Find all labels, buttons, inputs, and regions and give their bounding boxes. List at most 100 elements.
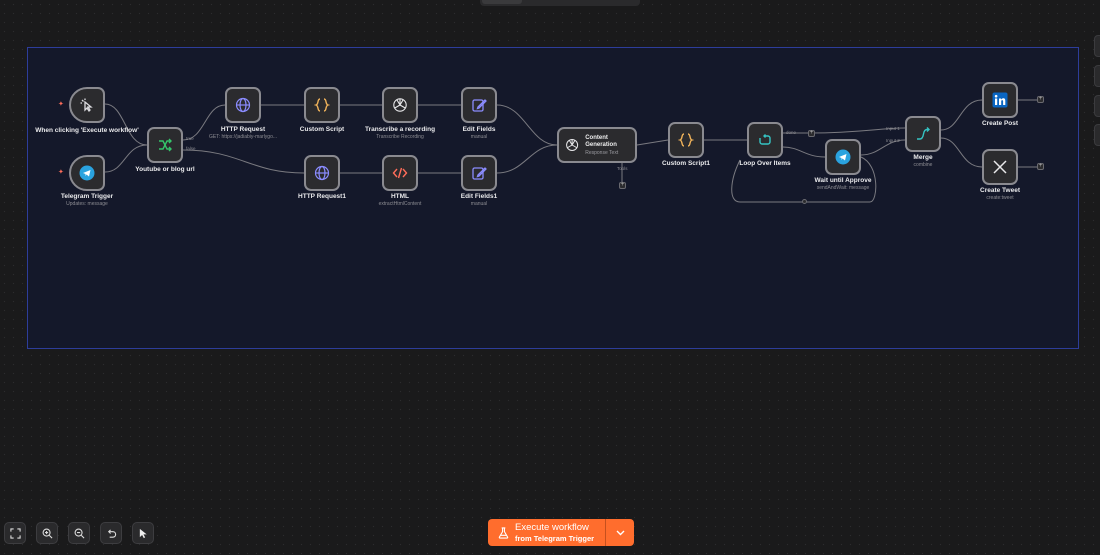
port-done-label: done — [786, 130, 797, 135]
html-code-icon — [392, 167, 408, 179]
node-loop-over-items[interactable] — [747, 122, 783, 158]
node-manual-label: When clicking 'Execute workflow' — [35, 127, 139, 134]
node-transcribe-label: Transcribe a recording — [364, 126, 436, 133]
zoom-in-icon — [42, 528, 52, 538]
node-content-sub: Response Text — [585, 149, 619, 156]
node-custom-label: Custom Script — [299, 126, 345, 133]
code-braces-icon — [678, 133, 694, 147]
edge-if-http1 — [182, 104, 226, 141]
node-edit-fields[interactable] — [461, 87, 497, 123]
edge-if-http2 — [182, 149, 305, 174]
node-edit-fields1[interactable] — [461, 155, 497, 191]
node-post-label: Create Post — [981, 120, 1019, 127]
add-node-button[interactable]: + — [1037, 163, 1044, 170]
trigger-bolt-icon: ✦ — [58, 101, 64, 108]
node-wait-label: Wait until Approve — [814, 177, 872, 184]
toolbar-segment[interactable] — [482, 0, 522, 4]
node-if-label: Youtube or blog url — [135, 166, 195, 173]
edge-handle-dot[interactable] — [802, 199, 807, 204]
node-transcribe[interactable] — [382, 87, 418, 123]
port-input2-label: Input 2 — [886, 138, 900, 143]
node-custom1-label: Custom Script1 — [661, 160, 711, 167]
edge-edit1-content — [496, 104, 558, 146]
edge-merge-tweet — [940, 137, 983, 168]
execute-workflow-label: Execute workflow — [515, 521, 589, 533]
chevron-down-icon — [616, 530, 625, 535]
pencil-icon — [472, 167, 487, 180]
openai-icon — [566, 139, 579, 151]
execute-options-dropdown[interactable] — [605, 519, 634, 546]
node-merge[interactable] — [905, 116, 941, 152]
merge-icon — [917, 127, 930, 140]
execute-workflow-main[interactable]: Execute workflow from Telegram Trigger — [488, 519, 605, 546]
node-http1-label: HTTP Request1 — [298, 193, 346, 200]
node-telegram-label: Telegram Trigger — [60, 193, 114, 200]
port-tools-label: Tools — [617, 166, 628, 171]
node-http-label: HTTP Request — [220, 126, 266, 133]
select-mode-button[interactable] — [132, 522, 154, 544]
node-custom-script1[interactable] — [668, 122, 704, 158]
code-braces-icon — [314, 98, 330, 112]
add-node-button[interactable]: + — [808, 130, 815, 137]
node-tweet-sub: create:tweet — [986, 195, 1014, 201]
node-html[interactable] — [382, 155, 418, 191]
node-wait-until-approve[interactable] — [825, 139, 861, 175]
node-custom-script[interactable] — [304, 87, 340, 123]
edge-loop-merge — [809, 127, 906, 134]
sticky-note[interactable] — [27, 47, 1079, 349]
node-content-generation[interactable]: Content Generation Response Text — [557, 127, 637, 163]
loop-icon — [759, 134, 771, 145]
edge-loop-wait — [782, 146, 826, 158]
node-loop-label: Loop Over Items — [739, 160, 791, 167]
pointer-icon — [139, 528, 147, 538]
node-create-tweet[interactable] — [982, 149, 1018, 185]
node-merge-sub: combine — [913, 162, 933, 168]
side-panel-button-2[interactable] — [1094, 65, 1100, 87]
node-edit1-label: Edit Fields1 — [460, 193, 498, 200]
reset-zoom-button[interactable] — [100, 522, 122, 544]
node-http-sub: GET: https://jadiabiy-marlygo... — [208, 134, 278, 140]
zoom-in-button[interactable] — [36, 522, 58, 544]
node-http-request1[interactable] — [304, 155, 340, 191]
add-tool-button[interactable]: + — [619, 182, 626, 189]
x-logo-icon — [993, 160, 1007, 174]
node-http-request[interactable] — [225, 87, 261, 123]
fit-view-icon — [9, 527, 21, 539]
execute-workflow-button[interactable]: Execute workflow from Telegram Trigger — [488, 519, 634, 546]
zoom-out-button[interactable] — [68, 522, 90, 544]
execute-workflow-sub: from Telegram Trigger — [515, 533, 595, 543]
edge-merge-post — [940, 99, 983, 131]
side-panel-button-1[interactable] — [1094, 35, 1100, 57]
node-if[interactable] — [147, 127, 183, 163]
flask-icon — [498, 526, 509, 539]
node-merge-label: Merge — [913, 154, 933, 161]
node-tweet-label: Create Tweet — [980, 187, 1020, 194]
cursor-click-icon — [80, 98, 93, 113]
trigger-bolt-icon: ✦ — [58, 169, 64, 176]
node-manual-trigger[interactable] — [69, 87, 105, 123]
openai-icon — [393, 98, 407, 112]
node-telegram-trigger[interactable] — [69, 155, 105, 191]
top-toolbar-handle[interactable] — [480, 0, 640, 6]
zoom-out-icon — [74, 528, 84, 538]
edge-edit2-content — [496, 144, 558, 174]
fit-view-button[interactable] — [4, 522, 26, 544]
telegram-icon — [835, 149, 851, 165]
edge-content-custom1 — [636, 139, 669, 146]
node-edit-sub: manual — [470, 134, 488, 140]
side-panel-button-3[interactable] — [1094, 95, 1100, 117]
port-false-label: false — [186, 146, 196, 151]
node-html-label: HTML — [390, 193, 410, 200]
edge-wait-loop-back — [731, 156, 877, 203]
telegram-icon — [79, 165, 95, 181]
undo-icon — [107, 528, 116, 538]
side-panel-button-4[interactable] — [1094, 124, 1100, 146]
node-content-title: Content Generation — [585, 134, 617, 148]
node-wait-sub: sendAndWait: message — [816, 185, 870, 191]
port-true-label: true — [186, 136, 194, 141]
add-node-button[interactable]: + — [1037, 96, 1044, 103]
edge-wait-merge — [860, 139, 906, 156]
if-branch-icon — [159, 138, 172, 152]
node-create-post[interactable] — [982, 82, 1018, 118]
